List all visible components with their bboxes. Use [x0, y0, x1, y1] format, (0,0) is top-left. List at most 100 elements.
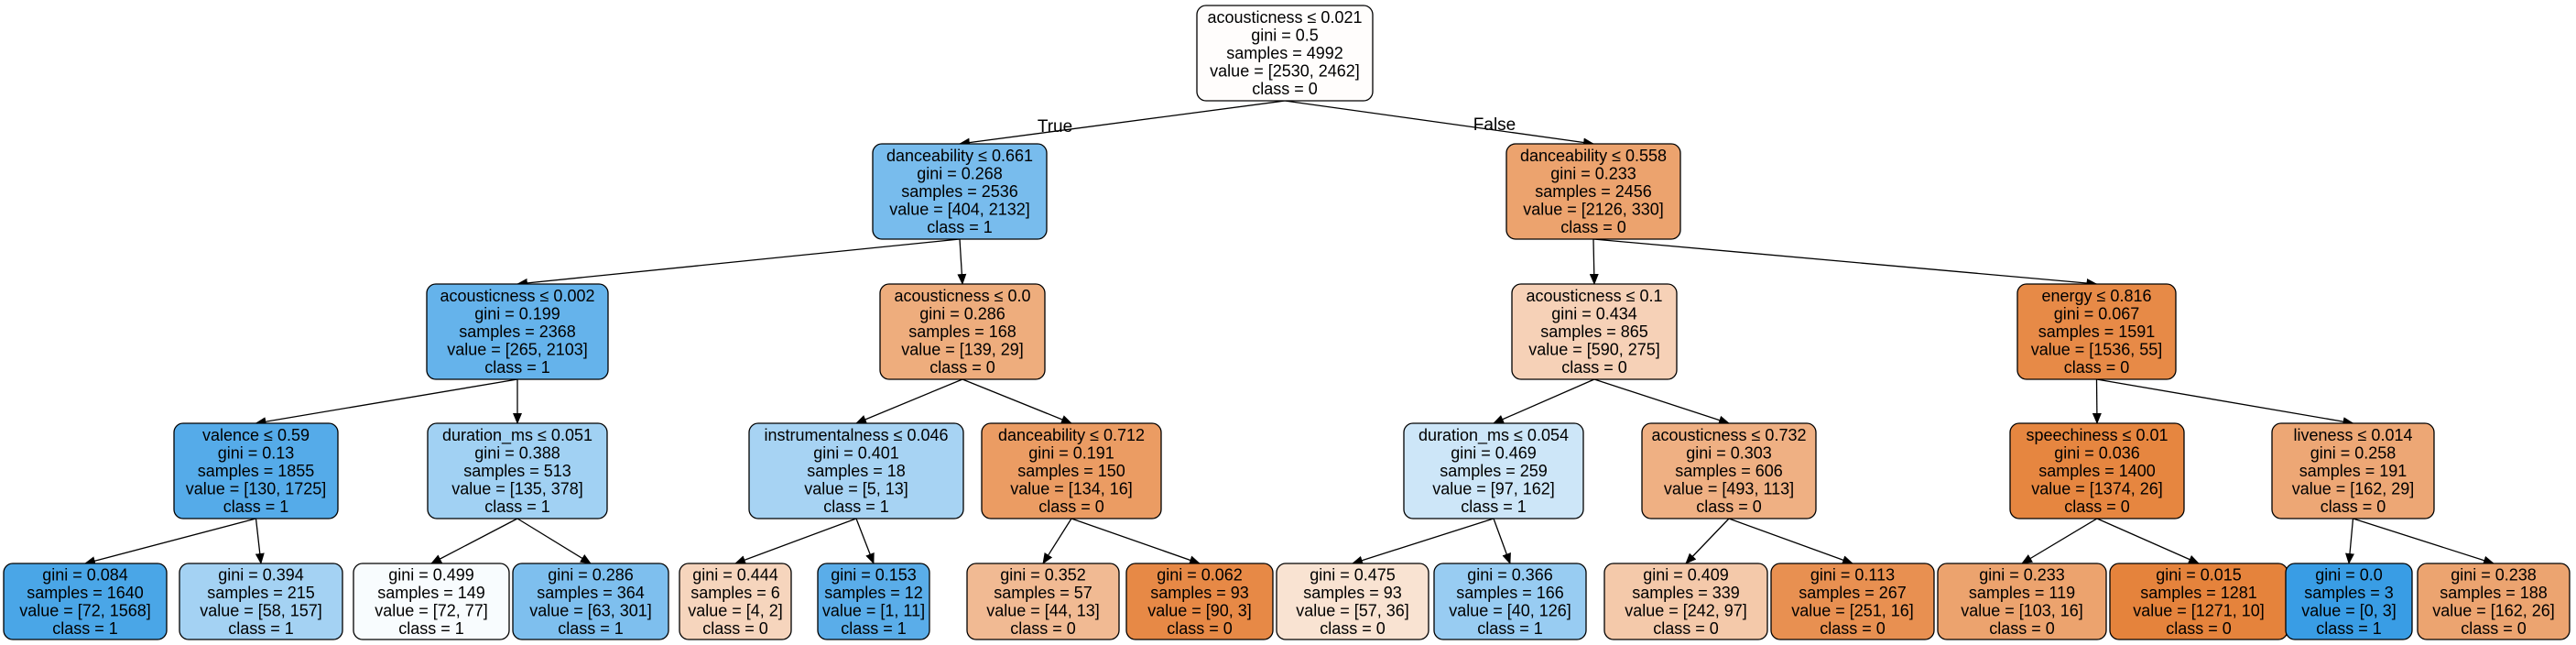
- edge-n8-n18: [516, 518, 592, 564]
- node-line: value = [1, 11]: [822, 601, 925, 619]
- node-line: samples = 168: [908, 322, 1016, 341]
- node-line: valence ≤ 0.59: [202, 426, 310, 444]
- edge-n9-n19: [734, 518, 857, 564]
- node-line: gini = 0.409: [1643, 565, 1729, 584]
- node-line: samples = 150: [1017, 462, 1125, 480]
- node-line: class = 1: [1477, 619, 1543, 638]
- node-line: liveness ≤ 0.014: [2294, 426, 2413, 444]
- node-line: gini = 0.352: [1000, 565, 1086, 584]
- node-line: samples = 191: [2299, 462, 2408, 480]
- node-line: class = 0: [929, 358, 995, 377]
- node-line: gini = 0.015: [2156, 565, 2242, 584]
- node-line: gini = 0.067: [2054, 305, 2140, 323]
- node-line: value = [72, 1568]: [19, 601, 151, 619]
- edge-n6-n13: [2092, 378, 2102, 424]
- node-line: value = [404, 2132]: [889, 201, 1030, 219]
- node-line: value = [162, 26]: [2432, 601, 2555, 619]
- node-line: value = [57, 36]: [1296, 601, 1409, 619]
- node-line: class = 0: [2064, 358, 2130, 377]
- node-line: class = 0: [1653, 619, 1719, 638]
- edge-n3-n7: [255, 378, 518, 427]
- node-line: gini = 0.238: [2451, 565, 2537, 584]
- node-box: [353, 563, 510, 640]
- node-line: gini = 0.286: [919, 305, 1005, 323]
- node-line: speechiness ≤ 0.01: [2027, 426, 2168, 444]
- node-box: [1937, 563, 2107, 640]
- node-line: samples = 1400: [2038, 462, 2156, 480]
- node-box: [2016, 283, 2177, 380]
- node-line: gini = 0.0: [2315, 565, 2383, 584]
- node-line: acousticness ≤ 0.021: [1208, 8, 1363, 27]
- node-line: value = [5, 13]: [804, 480, 908, 498]
- node-line: class = 1: [558, 619, 624, 638]
- node-line: class = 1: [927, 218, 993, 236]
- node-box: [2417, 563, 2571, 640]
- node-line: class = 0: [1820, 619, 1886, 638]
- node-line: class = 0: [702, 619, 768, 638]
- edge-n0-n2: [1284, 100, 1594, 148]
- node-box: [1403, 422, 1584, 519]
- edge-n2-n5: [1589, 238, 1599, 285]
- node-line: class = 0: [1038, 497, 1104, 516]
- node-line: class = 1: [841, 619, 907, 638]
- node-line: value = [4, 2]: [688, 601, 783, 619]
- node-line: acousticness ≤ 0.1: [1527, 287, 1663, 305]
- node-line: samples = 2456: [1535, 182, 1652, 201]
- edge-n13-n27: [2021, 518, 2098, 564]
- node-box: [817, 563, 930, 640]
- node-line: value = [493, 113]: [1664, 480, 1794, 498]
- node-line: value = [0, 3]: [2301, 601, 2397, 619]
- node-line: gini = 0.062: [1157, 565, 1243, 584]
- node-line: value = [130, 1725]: [186, 480, 327, 498]
- node-line: gini = 0.401: [813, 444, 899, 463]
- node-line: duration_ms ≤ 0.051: [442, 426, 592, 445]
- node-line: danceability ≤ 0.558: [1520, 147, 1667, 165]
- node-line: class = 0: [1989, 619, 2055, 638]
- node-line: value = [135, 378]: [451, 480, 583, 498]
- node-line: acousticness ≤ 0.732: [1652, 426, 1807, 444]
- node-box: [173, 422, 339, 519]
- node-line: gini = 0.268: [917, 165, 1003, 183]
- node-line: value = [40, 126]: [1449, 601, 1571, 619]
- node-line: samples = 364: [537, 584, 645, 602]
- node-line: class = 0: [1320, 619, 1386, 638]
- edge-n2-n6: [1592, 238, 2098, 289]
- node-line: gini = 0.434: [1551, 305, 1637, 323]
- node-line: samples = 18: [807, 462, 906, 480]
- node-line: value = [58, 157]: [200, 601, 322, 619]
- node-line: gini = 0.036: [2054, 444, 2140, 463]
- node-line: energy ≤ 0.816: [2042, 287, 2152, 305]
- node-line: samples = 259: [1440, 462, 1548, 480]
- node-line: class = 0: [1696, 497, 1762, 516]
- edge-n10-n22: [1071, 518, 1201, 565]
- node-box: [879, 283, 1046, 380]
- node-line: gini = 0.388: [474, 444, 560, 463]
- node-line: value = [1374, 26]: [2031, 480, 2163, 498]
- edge-n8-n17: [430, 518, 518, 564]
- edge-n12-n25: [1685, 518, 1730, 564]
- node-box: [872, 143, 1048, 240]
- node-line: value = [251, 16]: [1791, 601, 1914, 619]
- edge-n0-n1: [959, 100, 1286, 148]
- node-line: class = 0: [1252, 80, 1318, 98]
- node-box: [1511, 283, 1678, 380]
- node-line: gini = 0.199: [474, 305, 560, 323]
- node-line: samples = 267: [1799, 584, 1907, 602]
- node-line: value = [242, 97]: [1625, 601, 1747, 619]
- node-line: value = [139, 29]: [901, 341, 1024, 359]
